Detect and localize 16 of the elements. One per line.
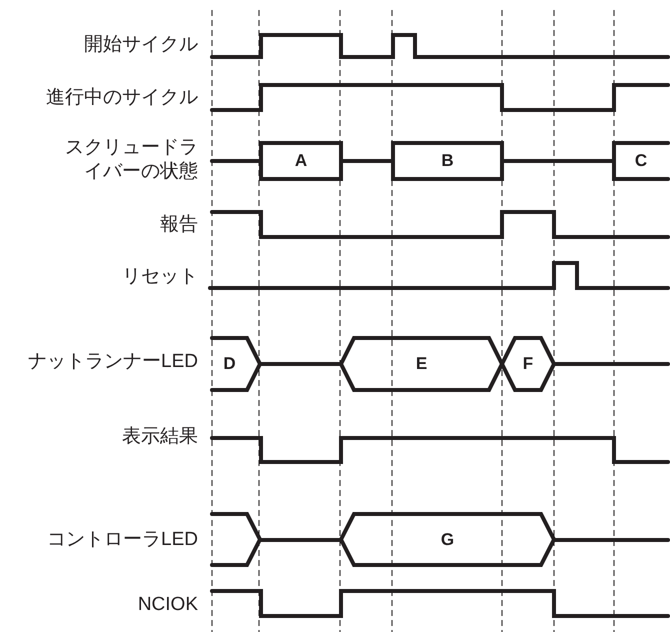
signal-name: リセット [121,265,198,289]
signal-name: コントローラLED [46,528,198,552]
signal-name: 報告 [159,213,198,237]
signal-name: ナットランナーLED [27,350,198,374]
signal-name: 進行中のサイクル [45,86,198,110]
signal-name: スクリュードライバーの状態 [64,136,198,184]
state-box: C [612,141,670,181]
state-box: A [259,141,343,181]
bus-value-shape [210,512,262,567]
state-box: B [391,141,504,181]
signal-name: 開始サイクル [83,33,198,57]
signal-name: NCIOK [136,593,198,617]
bus-value-shape: G [339,512,556,567]
bus-value-shape: F [500,336,556,392]
bus-value-shape: E [339,336,504,392]
signal-name: 表示結果 [121,425,198,449]
